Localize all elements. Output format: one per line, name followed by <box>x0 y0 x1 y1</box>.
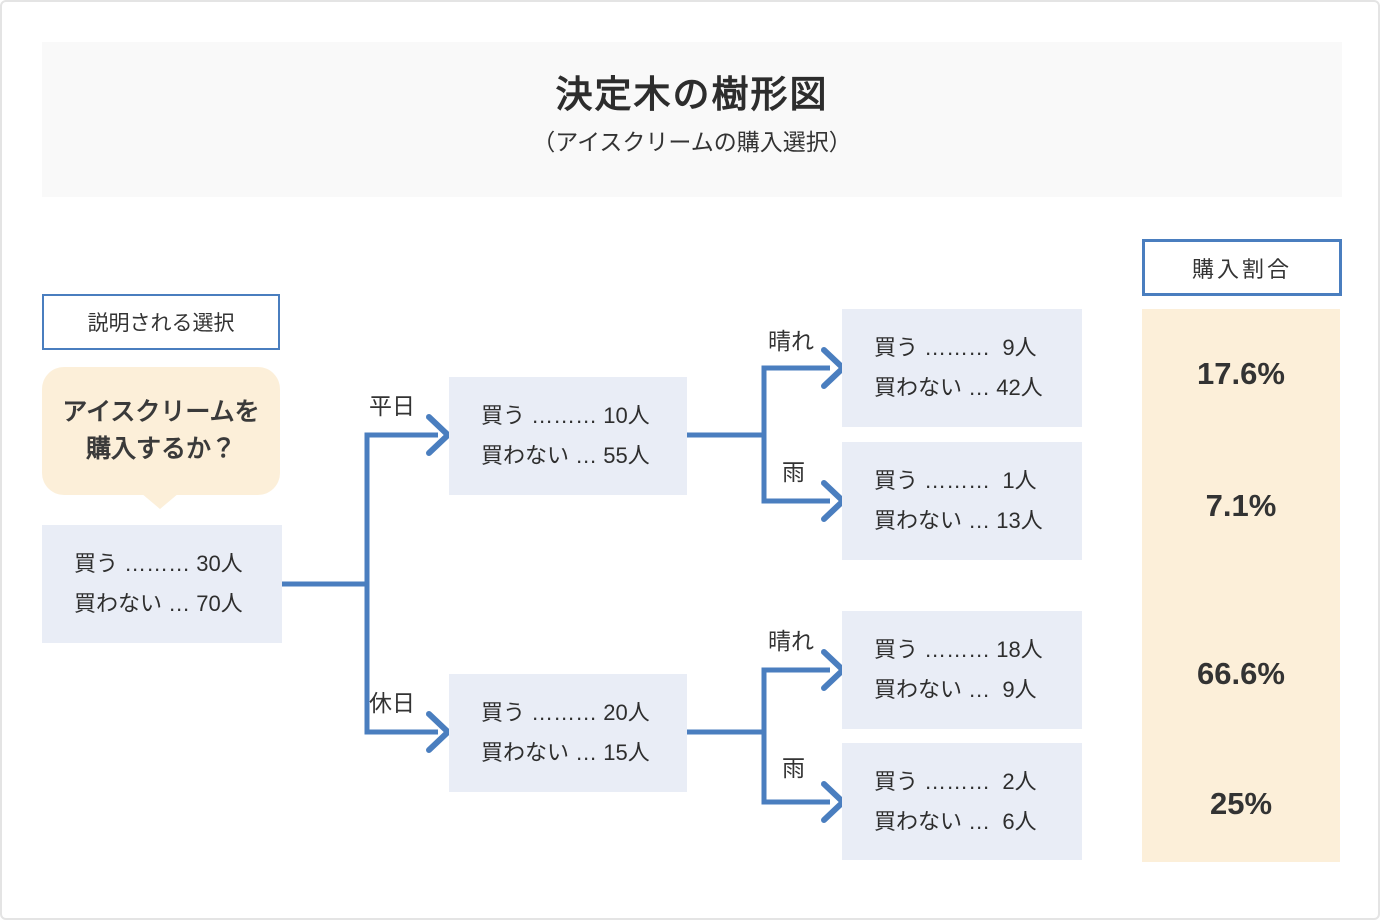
leaf-nobuy-count: 買わない … 9人 <box>874 677 1037 702</box>
holiday-buy-count: 買う ……… 20人 <box>481 700 650 725</box>
legend-label: 説明される選択 <box>87 312 235 335</box>
leaf-node-holiday-rain: 買う ……… 2人 買わない … 6人 <box>842 743 1082 860</box>
question-bubble: アイスクリームを 購入するか？ <box>42 367 280 495</box>
root-buy-count: 買う ……… 30人 <box>74 551 243 576</box>
leaf-buy-count: 買う ……… 9人 <box>874 335 1037 360</box>
leaf-buy-count: 買う ……… 2人 <box>874 768 1037 794</box>
ratio-value-weekday-rain: 7.1% <box>1205 488 1277 523</box>
leaf-node-weekday-rain: 買う ……… 1人 買わない … 13人 <box>842 442 1082 560</box>
leaf-buy-count: 買う ……… 18人 <box>874 637 1043 662</box>
arrowhead-icon <box>426 414 451 456</box>
leaf-node-weekday-sunny: 買う ……… 9人 買わない … 42人 <box>842 309 1082 427</box>
header-band: 決定木の樹形図 （アイスクリームの購入選択） <box>42 42 1342 197</box>
holiday-nobuy-count: 買わない … 15人 <box>481 740 650 765</box>
ratio-panel <box>1142 309 1340 862</box>
arrowhead-icon <box>426 711 451 753</box>
branch-label-sunny-weekday: 晴れ <box>768 328 814 354</box>
ratio-value-holiday-sunny: 66.6% <box>1197 656 1285 691</box>
legend-box: 説明される選択 <box>42 294 280 350</box>
leaf-nobuy-count: 買わない … 6人 <box>874 808 1037 834</box>
branch-label-rain-weekday: 雨 <box>782 459 805 485</box>
bubble-tail <box>141 493 179 509</box>
branch-label-holiday: 休日 <box>369 690 415 716</box>
arrowhead-icon <box>821 781 846 823</box>
page-subtitle: （アイスクリームの購入選択） <box>532 129 852 155</box>
root-node: 買う ……… 30人 買わない … 70人 <box>42 525 282 643</box>
ratio-header-label: 購入割合 <box>1191 256 1292 282</box>
arrowhead-icon <box>821 347 846 389</box>
branch-label-rain-holiday: 雨 <box>782 755 805 781</box>
ratio-value-weekday-sunny: 17.6% <box>1197 356 1285 391</box>
leaf-nobuy-count: 買わない … 42人 <box>874 375 1043 400</box>
weekday-buy-count: 買う ……… 10人 <box>481 403 650 428</box>
level2-bottom-branch-line <box>761 667 830 805</box>
leaf-buy-count: 買う ……… 1人 <box>874 468 1037 493</box>
bubble-text-line1: アイスクリームを <box>62 398 260 426</box>
weekday-node: 買う ……… 10人 買わない … 55人 <box>449 377 687 495</box>
branch-label-weekday: 平日 <box>369 393 415 419</box>
weekday-nobuy-count: 買わない … 55人 <box>481 443 650 468</box>
page-title: 決定木の樹形図 <box>555 74 829 115</box>
bubble-text-line2: 購入するか？ <box>85 435 236 463</box>
leaf-node-holiday-sunny: 買う ……… 18人 買わない … 9人 <box>842 611 1082 729</box>
ratio-value-holiday-rain: 25% <box>1209 786 1273 821</box>
arrowhead-icon <box>821 480 846 522</box>
level1-branch-line <box>364 432 438 735</box>
branch-label-sunny-holiday: 晴れ <box>768 628 814 654</box>
leaf-nobuy-count: 買わない … 13人 <box>874 508 1043 533</box>
holiday-node: 買う ……… 20人 買わない … 15人 <box>449 674 687 792</box>
arrowhead-icon <box>821 649 846 691</box>
root-nobuy-count: 買わない … 70人 <box>74 591 243 616</box>
ratio-header-box: 購入割合 <box>1142 239 1342 296</box>
